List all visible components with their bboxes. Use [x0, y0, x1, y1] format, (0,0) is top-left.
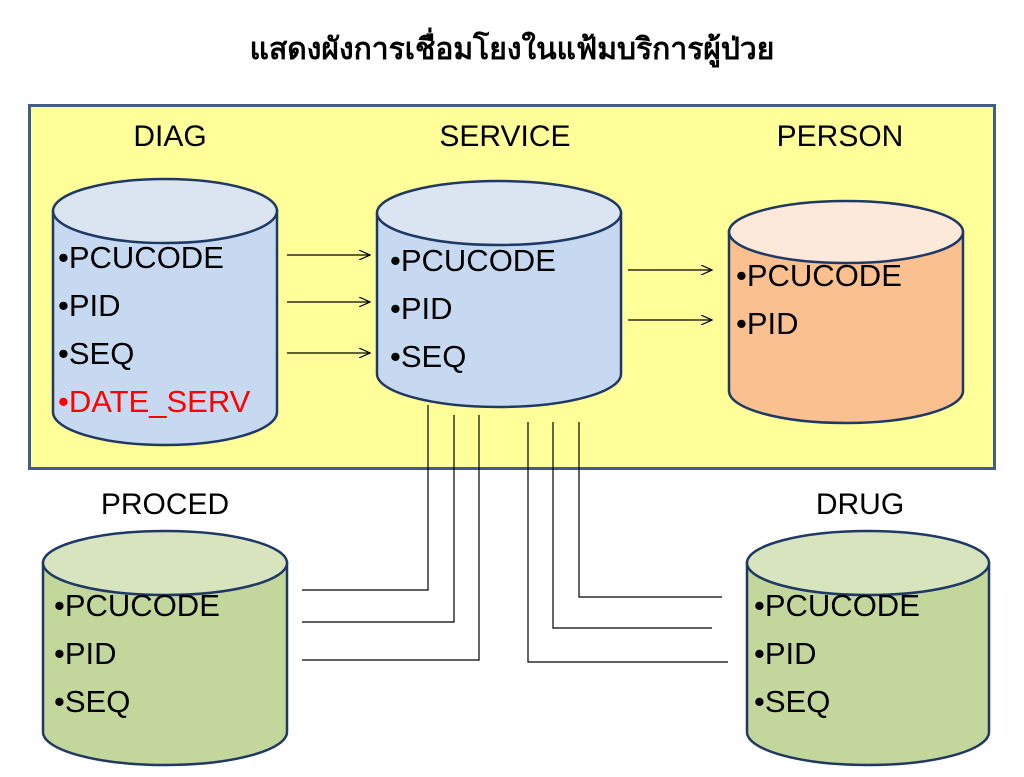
service-drug-link-line	[552, 422, 712, 629]
drug-field: PCUCODE	[754, 582, 920, 630]
diag-field: PID	[58, 282, 250, 330]
proced-field-list: PCUCODE PID SEQ	[54, 582, 220, 726]
diag-field-list: PCUCODE PID SEQ DATE_SERV	[58, 234, 250, 426]
service-table-name: SERVICE	[439, 120, 571, 153]
service-proced-link-line	[302, 405, 429, 591]
service-drug-link-line	[578, 422, 722, 598]
proced-field: PCUCODE	[54, 582, 220, 630]
diag-field-highlighted: DATE_SERV	[58, 378, 250, 426]
person-table-name: PERSON	[776, 120, 904, 153]
drug-table-name: DRUG	[815, 488, 905, 521]
service-field-list: PCUCODE PID SEQ	[390, 237, 556, 381]
drug-table-cylinder: PCUCODE PID SEQ	[745, 529, 991, 767]
diag-field: PCUCODE	[58, 234, 250, 282]
diagram-title: แสดงผังการเชื่อมโยงในแฟ้มบริการผู้ป่วย	[249, 32, 775, 67]
service-table-cylinder: PCUCODE PID SEQ	[375, 179, 623, 409]
service-field: PID	[390, 285, 556, 333]
service-field: SEQ	[390, 333, 556, 381]
proced-table-name: PROCED	[100, 488, 230, 521]
drug-field: SEQ	[754, 678, 920, 726]
proced-field: SEQ	[54, 678, 220, 726]
person-field: PCUCODE	[736, 252, 902, 300]
service-drug-link-line	[527, 422, 728, 663]
diag-table-name: DIAG	[133, 120, 207, 153]
person-field-list: PCUCODE PID	[736, 252, 902, 348]
proced-table-cylinder: PCUCODE PID SEQ	[41, 529, 289, 767]
drug-field: PID	[754, 630, 920, 678]
person-table-cylinder: PCUCODE PID	[727, 199, 965, 425]
diag-field: SEQ	[58, 330, 250, 378]
service-field: PCUCODE	[390, 237, 556, 285]
service-proced-link-line	[302, 415, 480, 661]
service-proced-link-line	[302, 415, 455, 623]
person-field: PID	[736, 300, 902, 348]
proced-field: PID	[54, 630, 220, 678]
drug-field-list: PCUCODE PID SEQ	[754, 582, 920, 726]
diag-table-cylinder: PCUCODE PID SEQ DATE_SERV	[51, 177, 279, 447]
